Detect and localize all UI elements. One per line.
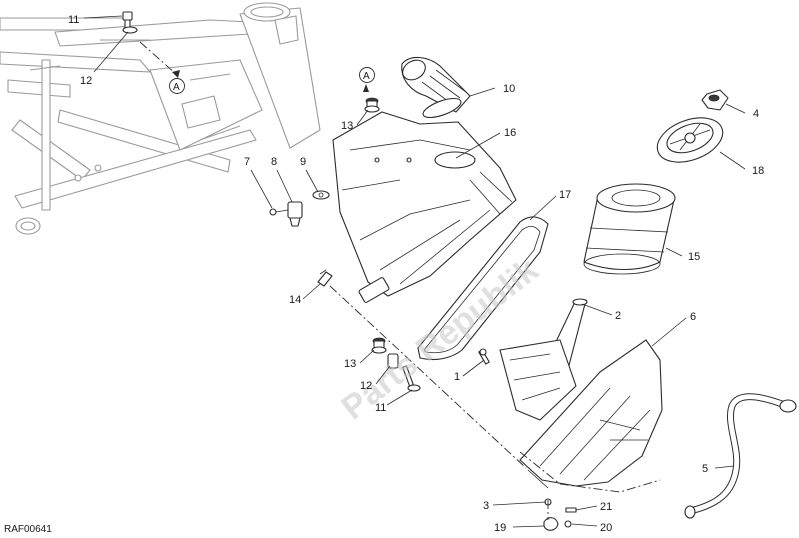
callout-labels: 11 12 A A 10 13 16 4 18 7 8 9 17 15 14 2…: [68, 14, 764, 534]
callout-16: 16: [504, 127, 516, 139]
callout-13-upper: 13: [341, 120, 353, 132]
frame-structure: [0, 2, 321, 235]
callout-7: 7: [244, 156, 250, 168]
callout-13-lower: 13: [344, 358, 356, 370]
callout-20: 20: [600, 522, 612, 534]
hose-clip: [317, 269, 333, 287]
cover-nut: [701, 89, 729, 111]
callout-18: 18: [752, 165, 764, 177]
callout-12-lower: 12: [360, 380, 372, 392]
callout-17: 17: [559, 189, 571, 201]
reference-marker-a-lower: [359, 67, 375, 92]
callout-3: 3: [483, 500, 489, 512]
velocity-stack: [499, 298, 588, 421]
callout-1: 1: [454, 371, 460, 383]
callout-11-lower: 11: [375, 402, 386, 414]
callout-21: 21: [600, 501, 612, 513]
callout-15: 15: [688, 251, 700, 263]
filter-cover-plate: [656, 117, 724, 163]
airbox-lower-housing: [519, 339, 663, 489]
lower-mount-hardware: [371, 337, 421, 392]
intake-duct: [401, 56, 471, 119]
callout-4: 4: [753, 108, 759, 120]
reference-marker-a-upper: [139, 41, 185, 94]
airbox-upper-housing: [332, 111, 517, 303]
callout-9: 9: [300, 156, 306, 168]
frame-bolt-and-grommet: [122, 11, 138, 34]
callout-2: 2: [615, 310, 621, 322]
callout-12-upper: 12: [80, 75, 92, 87]
grommet-upper: [364, 97, 380, 113]
air-filter-element: [583, 183, 676, 275]
drain-fasteners: [543, 498, 577, 531]
drain-hose: [684, 393, 797, 519]
callout-5: 5: [702, 463, 708, 475]
callout-10: 10: [503, 83, 515, 95]
callout-8: 8: [271, 156, 277, 168]
callout-6: 6: [690, 311, 696, 323]
leader-lines: [83, 15, 746, 528]
marker-a-upper-label: A: [173, 82, 180, 93]
assembly-lines: [329, 285, 661, 520]
callout-14: 14: [289, 294, 301, 306]
diagram-code: RAF00641: [4, 524, 52, 535]
callout-19: 19: [494, 522, 506, 534]
sensor-and-bracket: [269, 190, 330, 227]
marker-a-lower-label: A: [363, 71, 370, 82]
airbox-gasket: [417, 216, 549, 361]
pin-bolt: [478, 348, 490, 365]
callout-11-upper: 11: [68, 14, 79, 26]
